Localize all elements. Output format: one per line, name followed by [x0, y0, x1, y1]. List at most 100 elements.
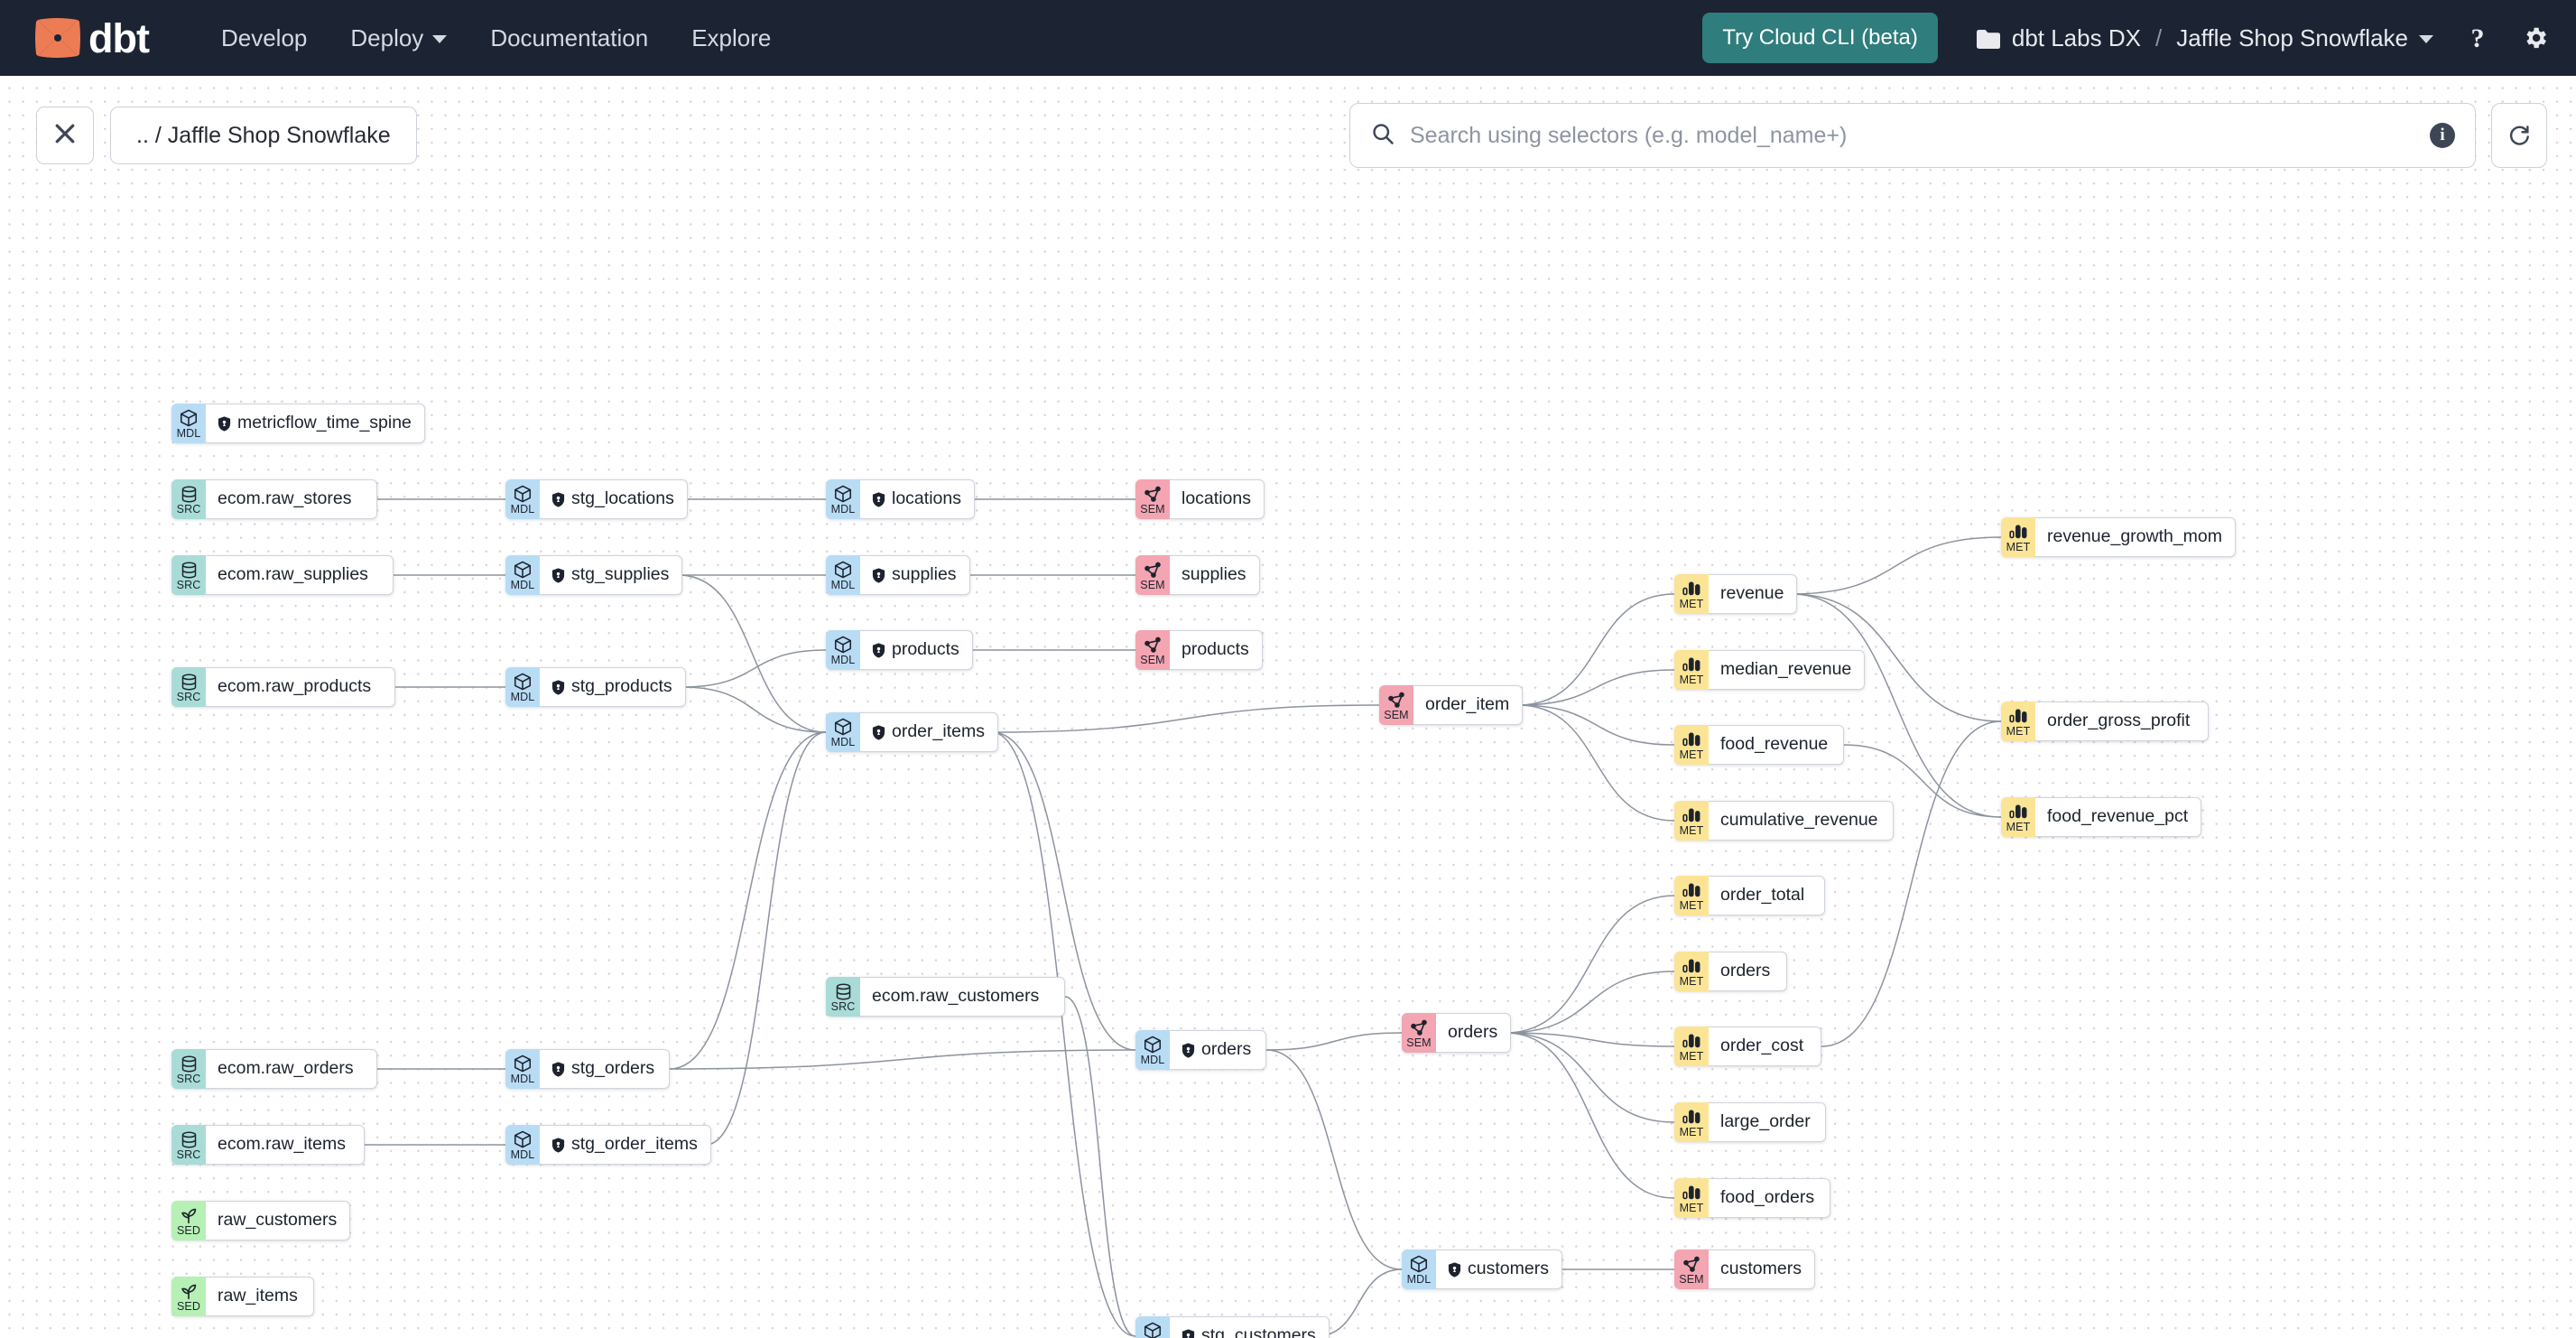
node-body[interactable]: ecom.raw_customers: [860, 977, 1065, 1017]
brand-home-link[interactable]: dbt: [32, 14, 150, 61]
node-body[interactable]: food_orders: [1709, 1178, 1830, 1218]
refresh-graph-button[interactable]: [2491, 103, 2547, 168]
node-body[interactable]: customers: [1436, 1250, 1562, 1289]
node-body[interactable]: stg_order_items: [540, 1125, 711, 1165]
node-body[interactable]: orders: [1436, 1013, 1512, 1053]
breadcrumb-separator: /: [2154, 23, 2163, 51]
node-body[interactable]: orders: [1709, 952, 1787, 991]
settings-gear-icon[interactable]: [2522, 24, 2549, 51]
node-body[interactable]: stg_locations: [540, 479, 688, 519]
node-body[interactable]: supplies: [1170, 555, 1260, 595]
node-body[interactable]: order_total: [1709, 876, 1825, 915]
node-body[interactable]: ecom.raw_items: [206, 1125, 365, 1165]
node-body[interactable]: raw_customers: [206, 1201, 351, 1240]
node-body[interactable]: orders: [1170, 1030, 1266, 1070]
node-body[interactable]: order_item: [1413, 685, 1524, 725]
node-type-badge-src: SRC: [171, 555, 206, 595]
selector-search-bar[interactable]: i: [1349, 103, 2476, 168]
cube-icon: [513, 673, 533, 691]
node-body[interactable]: raw_items: [206, 1277, 314, 1316]
node-body[interactable]: food_revenue: [1709, 725, 1844, 765]
node-body[interactable]: locations: [1170, 479, 1265, 519]
try-cloud-cli-button[interactable]: Try Cloud CLI (beta): [1702, 13, 1938, 63]
node-body[interactable]: order_items: [860, 712, 998, 752]
node-body[interactable]: ecom.raw_orders: [206, 1049, 377, 1089]
node-body[interactable]: food_revenue_pct: [2035, 797, 2202, 837]
search-input[interactable]: [1410, 122, 2430, 149]
nav-link-develop[interactable]: Develop: [199, 15, 329, 61]
node-body[interactable]: cumulative_revenue: [1709, 801, 1894, 841]
node-body[interactable]: supplies: [860, 555, 970, 595]
node-body[interactable]: revenue: [1709, 574, 1798, 614]
nav-link-explore[interactable]: Explore: [670, 15, 792, 61]
node-body[interactable]: ecom.raw_stores: [206, 479, 377, 519]
node-body[interactable]: revenue_growth_mom: [2035, 517, 2237, 557]
node-body[interactable]: stg_supplies: [540, 555, 683, 595]
help-question-icon[interactable]: ?: [2464, 23, 2491, 52]
node-body[interactable]: median_revenue: [1709, 650, 1866, 690]
node-body[interactable]: stg_products: [540, 667, 686, 707]
node-body[interactable]: ecom.raw_products: [206, 667, 395, 707]
node-body[interactable]: customers: [1709, 1250, 1815, 1289]
info-icon[interactable]: i: [2430, 123, 2455, 148]
node-body[interactable]: stg_orders: [540, 1049, 670, 1089]
node-body[interactable]: metricflow_time_spine: [206, 404, 425, 443]
node-body[interactable]: products: [860, 630, 973, 670]
breadcrumb-project[interactable]: Jaffle Shop Snowflake: [2176, 23, 2408, 51]
node-body[interactable]: stg_customers: [1170, 1316, 1330, 1338]
node-body[interactable]: ecom.raw_supplies: [206, 555, 394, 595]
node-body[interactable]: products: [1170, 630, 1263, 670]
node-body[interactable]: locations: [860, 479, 975, 519]
close-graph-button[interactable]: [36, 107, 94, 164]
nav-link-deploy[interactable]: Deploy: [329, 15, 468, 61]
nav-link-documentation[interactable]: Documentation: [468, 15, 670, 61]
node-body[interactable]: order_gross_profit: [2035, 702, 2209, 741]
node-body[interactable]: order_cost: [1709, 1027, 1821, 1066]
seedling-icon: [179, 1207, 199, 1224]
project-chevron-down-icon[interactable]: [2419, 35, 2433, 43]
graph-breadcrumb-button[interactable]: .. / Jaffle Shop Snowflake: [110, 107, 417, 164]
node-body[interactable]: large_order: [1709, 1102, 1826, 1142]
breadcrumb-account[interactable]: dbt Labs DX: [2011, 23, 2141, 51]
